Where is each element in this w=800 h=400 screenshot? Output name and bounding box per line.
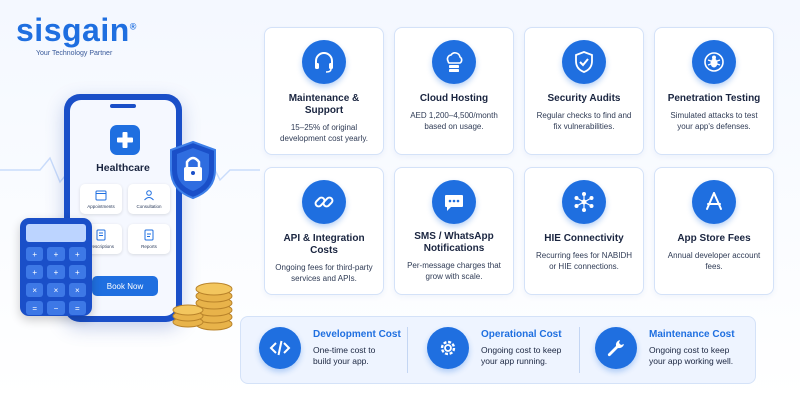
card-title: Cloud Hosting (419, 93, 489, 104)
shield-lock-icon (170, 140, 216, 200)
card-api-integration: API & Integration Costs Ongoing fees for… (264, 167, 384, 295)
prescription-icon (96, 229, 106, 241)
tile-reports[interactable]: Reports (128, 224, 170, 254)
card-app-store-fees: App Store Fees Annual developer account … (654, 167, 774, 295)
phone-illustration: Healthcare Appointments Consultation Pre… (64, 94, 182, 322)
calculator-keys: + + + + + + × × × = − = (26, 247, 86, 315)
card-description: Per-message charges that grow with scale… (407, 261, 501, 281)
report-icon (144, 229, 154, 241)
summary-title: Maintenance Cost (649, 329, 735, 340)
calculator-key: − (47, 301, 65, 315)
card-description: 15–25% of original development cost year… (280, 123, 368, 143)
calculator-key: + (26, 247, 44, 261)
tile-appointments[interactable]: Appointments (80, 184, 122, 214)
card-cloud-hosting: Cloud Hosting AED 1,200–4,500/month base… (394, 27, 514, 155)
tile-label: Appointments (87, 204, 115, 209)
card-description: Simulated attacks to test your app's def… (670, 111, 758, 131)
code-icon (259, 327, 301, 369)
calculator-key: + (68, 265, 86, 279)
app-title: Healthcare (96, 162, 150, 174)
card-title: API & Integration Costs (283, 233, 365, 256)
card-description: Recurring fees for NABIDH or HIE connect… (535, 251, 633, 271)
calendar-icon (95, 190, 107, 201)
card-title: HIE Connectivity (544, 233, 624, 244)
headset-icon (302, 40, 346, 84)
card-hie-connectivity: HIE Connectivity Recurring fees for NABI… (524, 167, 644, 295)
cloud-server-icon (432, 40, 476, 84)
calculator-key: + (47, 265, 65, 279)
tile-label: Reports (141, 244, 157, 249)
calculator-key: × (47, 283, 65, 297)
network-icon (562, 180, 606, 224)
calculator-screen (26, 224, 86, 242)
calculator-key: = (26, 301, 44, 315)
doctor-icon (144, 190, 154, 201)
calculator-illustration: + + + + + + × × × = − = (20, 218, 92, 316)
card-description: Annual developer account fees. (667, 251, 761, 271)
card-sms-whatsapp: SMS / WhatsApp Notifications Per-message… (394, 167, 514, 295)
tile-consultation[interactable]: Consultation (128, 184, 170, 214)
link-icon (302, 180, 346, 224)
shield-check-icon (562, 40, 606, 84)
summary-divider (579, 327, 580, 373)
calculator-key: + (68, 247, 86, 261)
calculator-key: × (68, 283, 86, 297)
calculator-key: × (26, 283, 44, 297)
card-security-audits: Security Audits Regular checks to find a… (524, 27, 644, 155)
card-title: Maintenance & Support (288, 93, 360, 116)
app-store-icon (692, 180, 736, 224)
summary-title: Development Cost (313, 329, 401, 340)
calculator-key: + (26, 265, 44, 279)
gear-icon (427, 327, 469, 369)
bug-icon (692, 40, 736, 84)
card-title: Penetration Testing (667, 93, 761, 104)
card-title: App Store Fees (677, 233, 751, 244)
tile-label: Prescriptions (87, 244, 114, 249)
brand-logo: sisgain® Your Technology Partner (16, 14, 137, 57)
tile-label: Consultation (136, 204, 162, 209)
summary-divider (407, 327, 408, 373)
wrench-icon (595, 327, 637, 369)
brand-name: sisgain® (16, 12, 137, 48)
medical-cross-icon (110, 125, 140, 155)
brand-tagline: Your Technology Partner (36, 50, 113, 57)
coins-icon (172, 282, 233, 331)
card-maintenance-support: Maintenance & Support 15–25% of original… (264, 27, 384, 155)
phone-screen: Healthcare Appointments Consultation Pre… (70, 100, 176, 316)
card-description: Regular checks to find and fix vulnerabi… (536, 111, 632, 131)
card-penetration-testing: Penetration Testing Simulated attacks to… (654, 27, 774, 155)
book-now-button[interactable]: Book Now (92, 276, 158, 296)
card-description: AED 1,200–4,500/month based on usage. (410, 111, 498, 131)
chat-icon (432, 180, 476, 224)
summary-title: Operational Cost (481, 329, 562, 340)
phone-notch (110, 104, 136, 108)
card-title: SMS / WhatsApp Notifications (414, 231, 494, 254)
card-title: Security Audits (547, 93, 621, 104)
calculator-key: + (47, 247, 65, 261)
calculator-key: = (68, 301, 86, 315)
card-description: Ongoing fees for third-party services an… (275, 263, 373, 283)
